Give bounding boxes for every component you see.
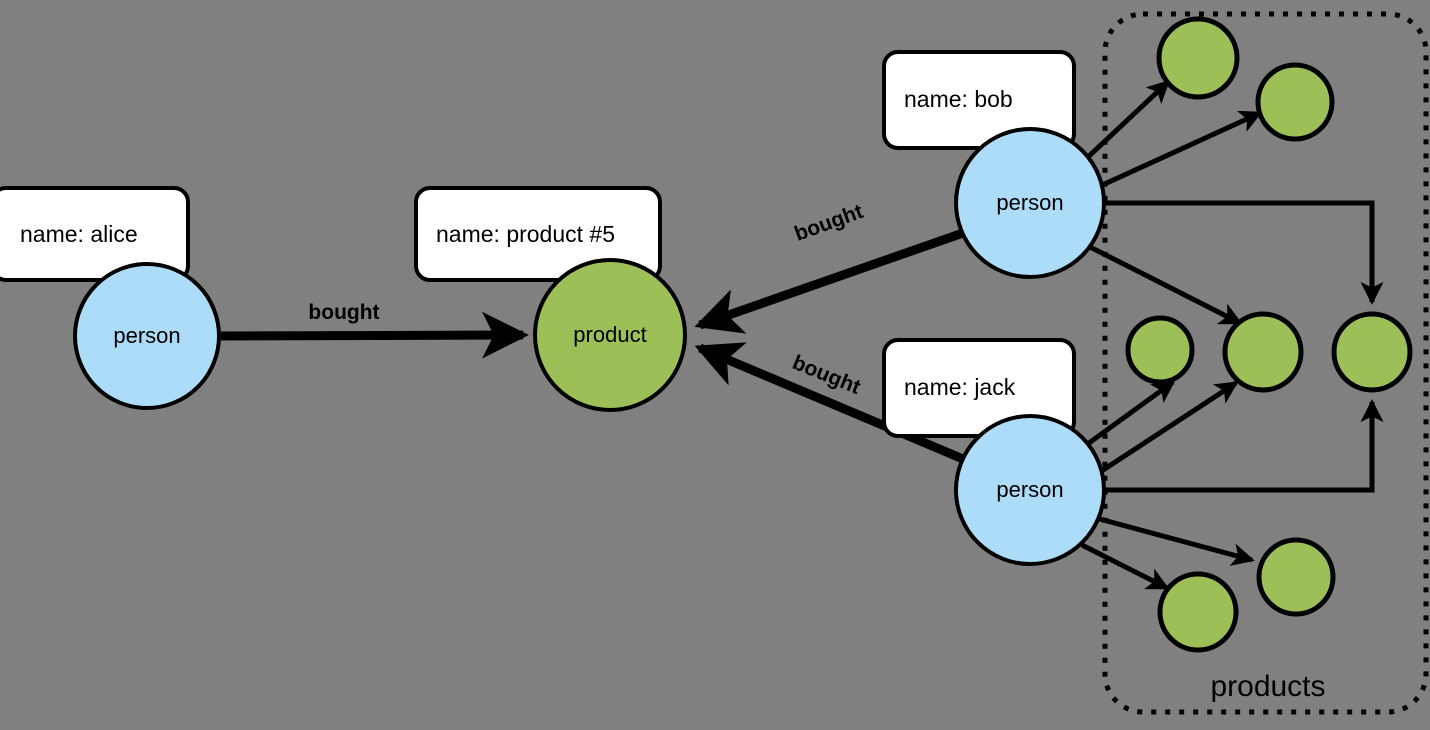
- edge-jack-to-product: [694, 342, 965, 464]
- products-cluster-border: [1102, 11, 1429, 715]
- node-bob-label: person: [996, 190, 1063, 215]
- edge-jack-to-product-6: [1080, 542, 1170, 591]
- product-node-7[interactable]: [1256, 537, 1336, 617]
- edge-bob-to-product-2: [1096, 110, 1263, 190]
- product-node-3[interactable]: [1125, 315, 1195, 385]
- edge-jack-to-product-5: [1104, 399, 1384, 493]
- node-alice[interactable]: person: [73, 262, 221, 410]
- node-jack[interactable]: person: [954, 414, 1106, 566]
- edge-label-alice-bought: bought: [308, 301, 379, 324]
- attr-box-jack-text: name: jack: [904, 374, 1016, 400]
- edge-bob-to-product-4: [1088, 244, 1243, 326]
- edge-jack-to-product-7: [1095, 515, 1255, 566]
- node-jack-circle[interactable]: [954, 414, 1106, 566]
- edge-jack-to-product-4: [1098, 380, 1239, 475]
- node-product5-circle[interactable]: [533, 258, 687, 412]
- product-node-4[interactable]: [1222, 311, 1304, 393]
- edge-bob-to-product-1: [1086, 80, 1171, 159]
- node-bob-circle[interactable]: [954, 127, 1106, 279]
- attr-box-alice: name: alice: [0, 186, 190, 282]
- product-node-5[interactable]: [1331, 311, 1413, 393]
- edge-bob-to-product-5: [1104, 200, 1384, 305]
- product-node-1[interactable]: [1156, 16, 1240, 100]
- node-bob[interactable]: person: [954, 127, 1106, 279]
- node-alice-label: person: [113, 323, 180, 348]
- node-product5-label: product: [573, 322, 646, 347]
- edge-bob-to-product: [694, 228, 965, 334]
- product-node-2[interactable]: [1255, 62, 1335, 142]
- attr-box-product5: name: product #5: [414, 186, 662, 282]
- node-product5[interactable]: product: [533, 258, 687, 412]
- attr-box-product5-rect: [414, 186, 662, 282]
- node-jack-label: person: [996, 477, 1063, 502]
- attr-box-alice-rect: [0, 186, 190, 282]
- attr-box-product5-text: name: product #5: [436, 221, 615, 247]
- product-node-6[interactable]: [1157, 571, 1239, 653]
- edge-jack-to-product-3: [1087, 379, 1176, 446]
- products-cluster-label: products: [1210, 670, 1325, 703]
- node-alice-circle[interactable]: [73, 262, 221, 410]
- attr-box-bob-text: name: bob: [904, 86, 1013, 112]
- attr-box-alice-text: name: alice: [20, 221, 138, 247]
- edge-alice-to-product: [220, 311, 529, 359]
